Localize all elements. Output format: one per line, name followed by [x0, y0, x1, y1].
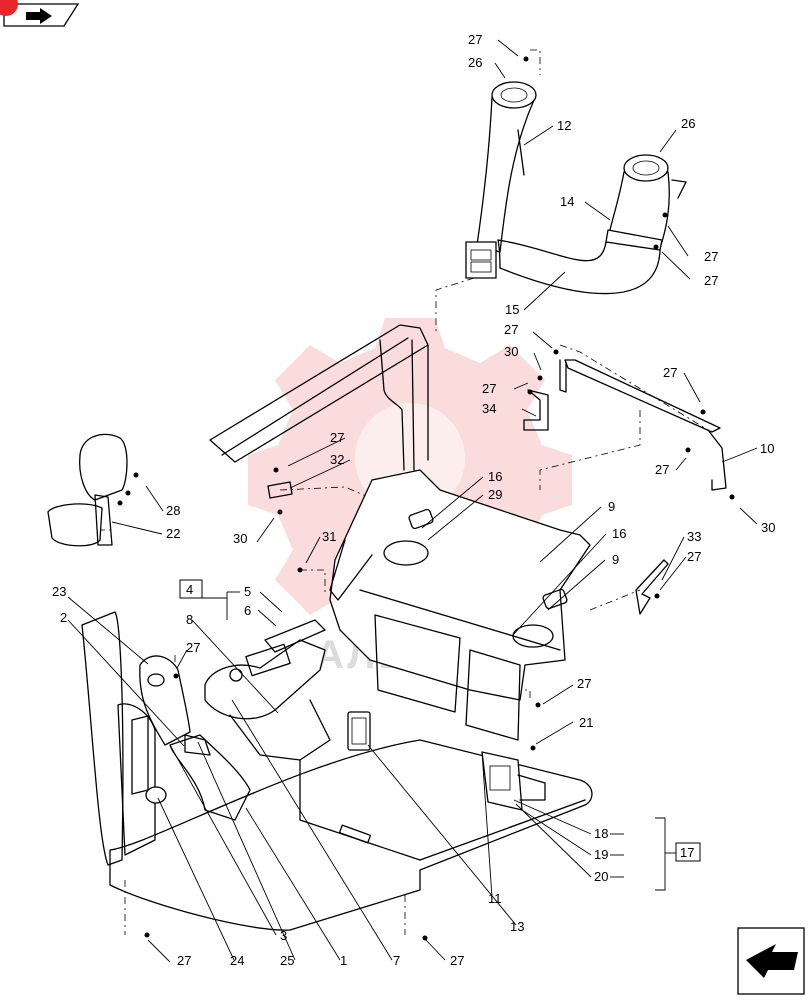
- callout-14: 14: [560, 194, 574, 209]
- group-ref-17-text: 17: [680, 845, 694, 860]
- bracket-34: [523, 389, 549, 431]
- callout-26: 26: [681, 116, 695, 131]
- callout-27: 27: [704, 249, 718, 264]
- group-ref-4[interactable]: 4: [179, 579, 203, 599]
- callout-30: 30: [233, 531, 247, 546]
- callout-30: 30: [504, 344, 518, 359]
- callout-15: 15: [505, 302, 519, 317]
- callout-28: 28: [166, 503, 180, 518]
- callout-labels: 27 26 12 26 14 27 27 15 27 30 27 34 27 2…: [52, 32, 775, 968]
- callout-27: 27: [186, 640, 200, 655]
- bracket-32: [267, 481, 293, 499]
- callout-12: 12: [557, 118, 571, 133]
- callout-9: 9: [612, 552, 619, 567]
- callout-22: 22: [166, 526, 180, 541]
- callout-27: 27: [482, 381, 496, 396]
- callout-27: 27: [468, 32, 482, 47]
- navigation-icon[interactable]: [0, 0, 80, 27]
- callout-27: 27: [655, 462, 669, 477]
- callout-20: 20: [594, 869, 608, 884]
- floor-plate: [109, 739, 593, 931]
- callout-25: 25: [280, 953, 294, 968]
- callout-10: 10: [760, 441, 774, 456]
- callout-34: 34: [482, 401, 496, 416]
- next-page-icon[interactable]: [737, 927, 805, 995]
- callout-26: 26: [468, 55, 482, 70]
- callout-2: 2: [60, 610, 67, 625]
- callout-27: 27: [450, 953, 464, 968]
- callout-3: 3: [280, 928, 287, 943]
- callout-1: 1: [340, 953, 347, 968]
- callout-27: 27: [504, 322, 518, 337]
- callout-33: 33: [687, 529, 701, 544]
- cab-frame: [209, 324, 429, 471]
- callout-27: 27: [704, 273, 718, 288]
- callout-29: 29: [488, 487, 502, 502]
- latch-assembly: [347, 711, 546, 811]
- bracket-33: [635, 559, 669, 615]
- callout-30: 30: [761, 520, 775, 535]
- bolt-markers: [117, 56, 735, 941]
- console-5-6-8: [204, 619, 331, 761]
- callout-31: 31: [322, 529, 336, 544]
- control-pod-3-25: [139, 655, 251, 821]
- callout-27: 27: [663, 365, 677, 380]
- group-ref-4-text: 4: [186, 582, 193, 597]
- callout-19: 19: [594, 847, 608, 862]
- callout-11: 11: [488, 891, 502, 906]
- callout-6: 6: [244, 603, 251, 618]
- group-ref-17[interactable]: 17: [675, 842, 701, 862]
- callout-16: 16: [488, 469, 502, 484]
- callout-5: 5: [244, 584, 251, 599]
- callout-23: 23: [52, 584, 66, 599]
- duct-14-15: [497, 154, 687, 295]
- callout-13: 13: [510, 919, 524, 934]
- side-panel-2-23: [81, 611, 167, 866]
- callout-27: 27: [687, 549, 701, 564]
- callout-27: 27: [177, 953, 191, 968]
- bracket-10: [559, 359, 727, 491]
- callout-21: 21: [579, 715, 593, 730]
- console-9: [329, 469, 591, 741]
- leader-lines: [67, 39, 758, 963]
- callout-8: 8: [186, 612, 193, 627]
- callout-27: 27: [577, 676, 591, 691]
- headrest-28: [47, 433, 128, 547]
- callout-9: 9: [608, 499, 615, 514]
- callout-7: 7: [393, 953, 400, 968]
- duct-12: [465, 81, 537, 279]
- callout-16: 16: [612, 526, 626, 541]
- callout-27: 27: [330, 430, 344, 445]
- callout-24: 24: [230, 953, 244, 968]
- callout-18: 18: [594, 826, 608, 841]
- callout-32: 32: [330, 452, 344, 467]
